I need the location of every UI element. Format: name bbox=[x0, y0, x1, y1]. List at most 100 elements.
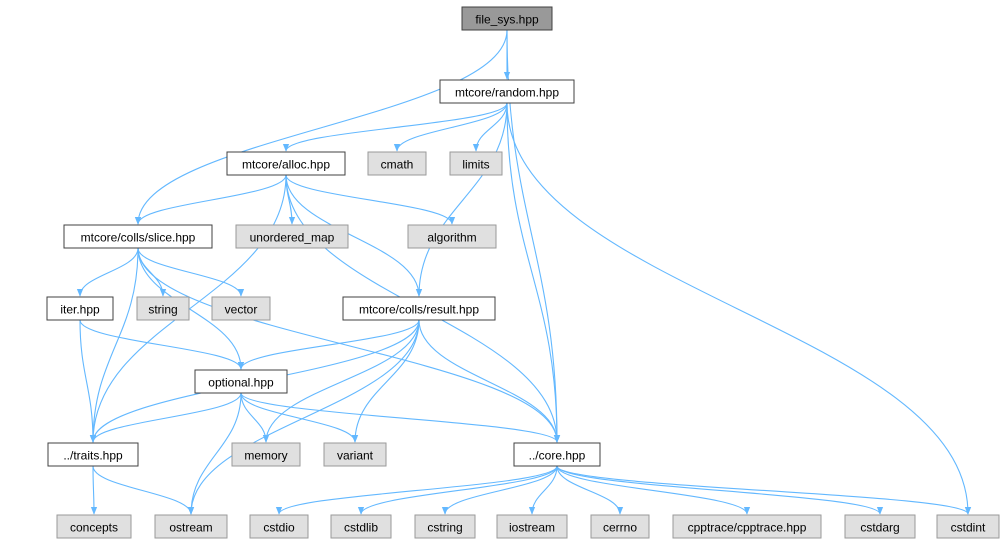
node-cpptrace: cpptrace/cpptrace.hpp bbox=[672, 514, 822, 539]
node-label-cstdarg: cstdarg bbox=[860, 521, 899, 535]
node-box-cstdarg bbox=[844, 514, 916, 539]
node-box-variant bbox=[323, 442, 387, 467]
node-box-memory bbox=[231, 442, 301, 467]
edge-alloc-to-result bbox=[285, 174, 423, 297]
edge-slice-to-core bbox=[137, 247, 561, 443]
node-label-cmath: cmath bbox=[381, 158, 414, 172]
node-label-slice: mtcore/colls/slice.hpp bbox=[81, 231, 196, 245]
edge-traits-to-concepts bbox=[90, 465, 98, 515]
node-ostream: ostream bbox=[154, 514, 228, 539]
node-box-file_sys[interactable] bbox=[461, 6, 553, 31]
node-label-traits: ../traits.hpp bbox=[63, 449, 123, 463]
node-vector: vector bbox=[211, 296, 271, 321]
edge-core-to-cstdarg bbox=[556, 465, 884, 515]
node-result[interactable]: mtcore/colls/result.hpp bbox=[342, 296, 496, 321]
node-box-concepts bbox=[56, 514, 132, 539]
node-box-ostream bbox=[154, 514, 228, 539]
edge-result-to-memory bbox=[262, 319, 420, 443]
edge-optional-to-variant bbox=[240, 392, 359, 443]
node-iter[interactable]: iter.hpp bbox=[46, 296, 114, 321]
edge-core-to-cpptrace bbox=[556, 465, 751, 515]
node-file_sys[interactable]: file_sys.hpp bbox=[461, 6, 553, 31]
node-cstdlib: cstdlib bbox=[330, 514, 392, 539]
node-label-cstring: cstring bbox=[427, 521, 462, 535]
node-label-cstdint: cstdint bbox=[951, 521, 986, 535]
edge-alloc-to-algorithm bbox=[285, 174, 456, 225]
node-cstdint: cstdint bbox=[936, 514, 1000, 539]
node-box-cmath bbox=[367, 151, 427, 176]
node-box-iter[interactable] bbox=[46, 296, 114, 321]
node-traits[interactable]: ../traits.hpp bbox=[47, 442, 139, 467]
node-label-alloc: mtcore/alloc.hpp bbox=[242, 158, 330, 172]
edge-core-to-cerrno bbox=[556, 465, 624, 515]
node-label-optional: optional.hpp bbox=[208, 376, 274, 390]
node-box-alloc[interactable] bbox=[226, 151, 346, 176]
node-core[interactable]: ../core.hpp bbox=[513, 442, 601, 467]
edge-optional-to-ostream bbox=[187, 392, 242, 515]
node-box-cstdlib bbox=[330, 514, 392, 539]
edge-optional-to-memory bbox=[240, 392, 270, 443]
edge-core-to-cstdlib bbox=[357, 465, 558, 515]
edge-slice-to-traits bbox=[89, 247, 139, 443]
node-box-optional[interactable] bbox=[194, 369, 288, 394]
node-label-memory: memory bbox=[244, 449, 287, 463]
node-label-random: mtcore/random.hpp bbox=[455, 86, 559, 100]
node-box-iostream bbox=[496, 514, 568, 539]
node-label-iter: iter.hpp bbox=[60, 303, 100, 317]
edge-core-to-cstdint bbox=[556, 465, 972, 515]
node-box-cpptrace bbox=[672, 514, 822, 539]
edge-file_sys-to-slice bbox=[134, 29, 508, 225]
node-label-core: ../core.hpp bbox=[529, 449, 586, 463]
node-box-string bbox=[136, 296, 190, 321]
node-cerrno: cerrno bbox=[590, 514, 650, 539]
node-box-traits[interactable] bbox=[47, 442, 139, 467]
node-label-iostream: iostream bbox=[509, 521, 555, 535]
node-label-string: string bbox=[148, 303, 177, 317]
node-algorithm: algorithm bbox=[407, 224, 497, 249]
node-random[interactable]: mtcore/random.hpp bbox=[439, 79, 575, 104]
node-alloc[interactable]: mtcore/alloc.hpp bbox=[226, 151, 346, 176]
node-limits: limits bbox=[449, 151, 503, 176]
node-label-concepts: concepts bbox=[70, 521, 118, 535]
node-label-cpptrace: cpptrace/cpptrace.hpp bbox=[688, 521, 807, 535]
edge-random-to-core bbox=[506, 102, 561, 443]
node-cstdio: cstdio bbox=[249, 514, 309, 539]
edge-core-to-cstdio bbox=[275, 465, 558, 515]
node-label-result: mtcore/colls/result.hpp bbox=[359, 303, 479, 317]
node-box-result[interactable] bbox=[342, 296, 496, 321]
node-label-algorithm: algorithm bbox=[427, 231, 476, 245]
edge-random-to-result bbox=[415, 102, 508, 297]
edge-random-to-alloc bbox=[282, 102, 508, 152]
edge-result-to-ostream bbox=[187, 319, 420, 515]
node-optional[interactable]: optional.hpp bbox=[194, 369, 288, 394]
node-iostream: iostream bbox=[496, 514, 568, 539]
edge-result-to-variant bbox=[351, 319, 420, 443]
edge-iter-to-optional bbox=[79, 319, 245, 370]
node-box-core[interactable] bbox=[513, 442, 601, 467]
edge-slice-to-iter bbox=[76, 247, 139, 297]
node-label-unordered_map: unordered_map bbox=[250, 231, 335, 245]
node-memory: memory bbox=[231, 442, 301, 467]
node-slice[interactable]: mtcore/colls/slice.hpp bbox=[63, 224, 213, 249]
node-box-cerrno bbox=[590, 514, 650, 539]
node-label-cerrno: cerrno bbox=[603, 521, 637, 535]
edge-result-to-optional bbox=[237, 319, 420, 370]
edge-iter-to-traits bbox=[79, 319, 97, 443]
node-label-variant: variant bbox=[337, 449, 374, 463]
edge-random-to-cmath bbox=[393, 102, 508, 152]
node-variant: variant bbox=[323, 442, 387, 467]
node-label-limits: limits bbox=[462, 158, 489, 172]
edge-core-to-iostream bbox=[528, 465, 558, 515]
node-box-unordered_map bbox=[235, 224, 349, 249]
edge-optional-to-traits bbox=[89, 392, 242, 443]
node-unordered_map: unordered_map bbox=[235, 224, 349, 249]
node-box-slice[interactable] bbox=[63, 224, 213, 249]
node-label-file_sys: file_sys.hpp bbox=[475, 13, 539, 27]
node-box-random[interactable] bbox=[439, 79, 575, 104]
node-cstring: cstring bbox=[414, 514, 476, 539]
node-box-algorithm bbox=[407, 224, 497, 249]
edge-optional-to-core bbox=[240, 392, 561, 443]
edge-random-to-limits bbox=[472, 102, 508, 152]
edge-core-to-cstring bbox=[441, 465, 558, 515]
